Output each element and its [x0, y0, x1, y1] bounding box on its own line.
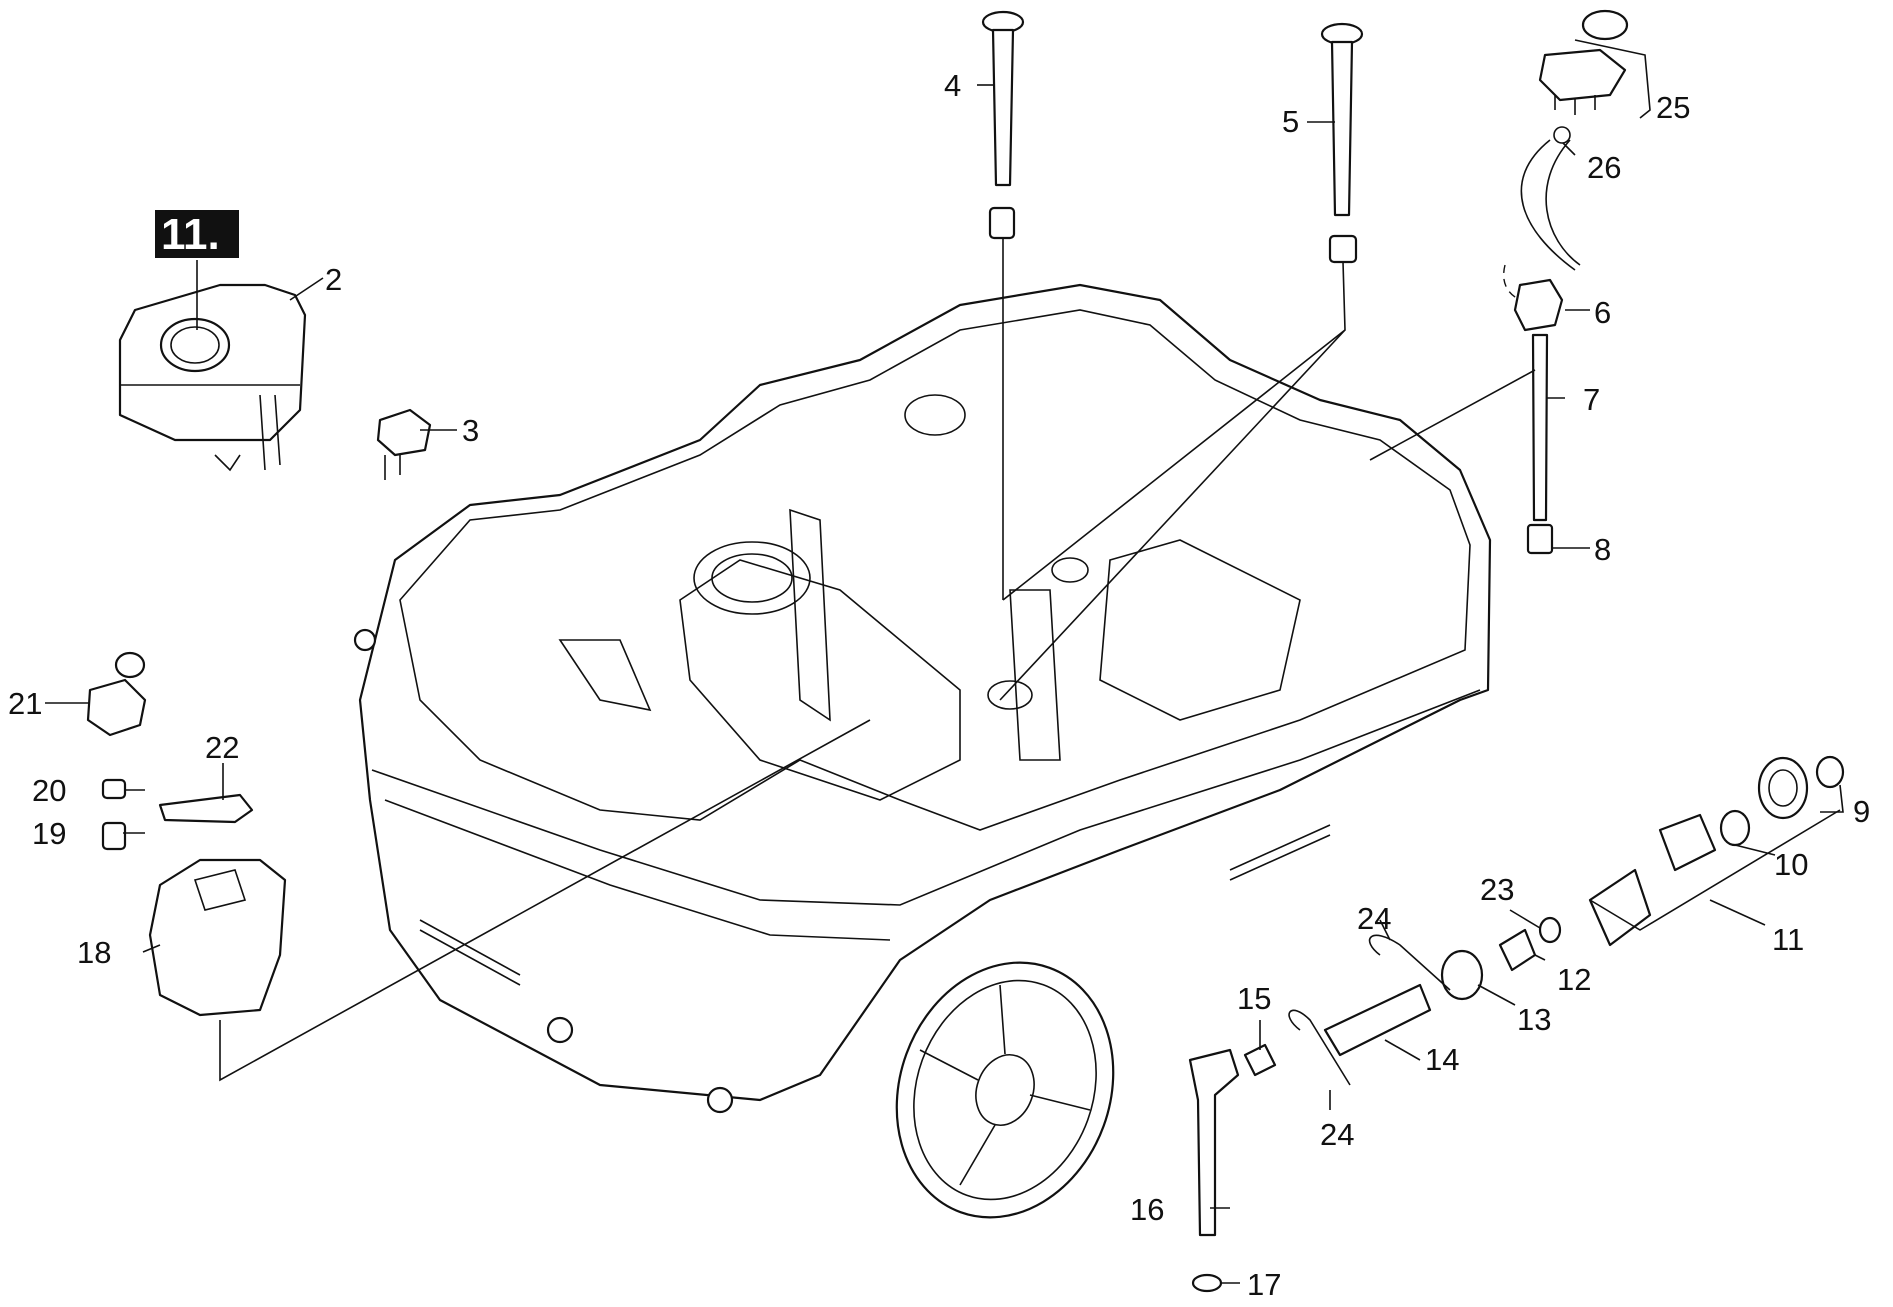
callout-16: 16 — [1130, 1192, 1164, 1227]
callout-17: 17 — [1247, 1267, 1281, 1302]
leader-lines — [45, 39, 1844, 1284]
wheel — [895, 961, 1115, 1219]
callout-21: 21 — [8, 686, 42, 721]
part-11-coupling — [1588, 813, 1717, 947]
part-3-valve — [376, 408, 432, 480]
callout-13: 13 — [1517, 1002, 1551, 1037]
part-13-nut — [1440, 949, 1484, 1001]
part-2-tank-cover — [118, 283, 307, 472]
part-14-hose — [1323, 983, 1432, 1057]
part-17-ring — [1191, 1273, 1223, 1293]
callout-20: 20 — [32, 773, 66, 808]
callout-10: 10 — [1774, 847, 1808, 882]
part-7-tube — [1531, 333, 1549, 522]
part-26-hose — [1503, 126, 1581, 301]
part-24-clip-upper — [1368, 934, 1451, 991]
callout-labels: 2 3 4 5 6 7 8 9 10 11 12 13 14 15 16 17 … — [8, 68, 1870, 1302]
part-18-tank — [148, 858, 287, 1017]
callout-11: 11 — [1772, 922, 1804, 957]
part-4-rod — [981, 10, 1025, 240]
callout-15: 15 — [1237, 981, 1271, 1016]
part-10-nut — [1757, 756, 1809, 820]
part-22-bracket — [158, 793, 254, 824]
callout-24-lower: 24 — [1320, 1117, 1354, 1152]
part-8-filter — [1526, 523, 1554, 555]
callout-8: 8 — [1594, 532, 1611, 567]
section-label-text: 11. — [161, 210, 220, 259]
part-16-tube — [1188, 1048, 1240, 1237]
callout-26: 26 — [1587, 150, 1621, 185]
callout-18: 18 — [77, 935, 111, 970]
part-20-cap — [101, 778, 127, 800]
callout-9: 9 — [1853, 794, 1870, 829]
section-label: 11. — [155, 210, 239, 259]
main-chassis-housing — [353, 283, 1492, 1114]
callout-5: 5 — [1282, 104, 1299, 139]
part-12-nipple — [1498, 928, 1537, 972]
callout-23: 23 — [1480, 872, 1514, 907]
part-21-valve-assembly — [86, 651, 147, 737]
part-9-oring — [1815, 755, 1845, 789]
part-23-ring — [1538, 916, 1562, 944]
part-19-cap — [101, 821, 127, 851]
callout-12: 12 — [1557, 962, 1591, 997]
callout-19: 19 — [32, 816, 66, 851]
callout-2: 2 — [325, 262, 342, 297]
callout-6: 6 — [1594, 295, 1611, 330]
callout-25: 25 — [1656, 90, 1690, 125]
part-10-ring — [1719, 809, 1751, 847]
part-6-fitting — [1513, 278, 1564, 332]
callout-4: 4 — [944, 68, 961, 103]
callout-22: 22 — [205, 730, 239, 765]
part-25-connector — [1538, 9, 1629, 115]
callout-14: 14 — [1425, 1042, 1459, 1077]
part-24-clip-lower — [1288, 1009, 1351, 1086]
part-5-rod — [1320, 22, 1364, 264]
part-15-fitting — [1243, 1043, 1277, 1077]
callout-3: 3 — [462, 413, 479, 448]
callout-24-upper: 24 — [1357, 901, 1391, 936]
callout-7: 7 — [1583, 382, 1600, 417]
